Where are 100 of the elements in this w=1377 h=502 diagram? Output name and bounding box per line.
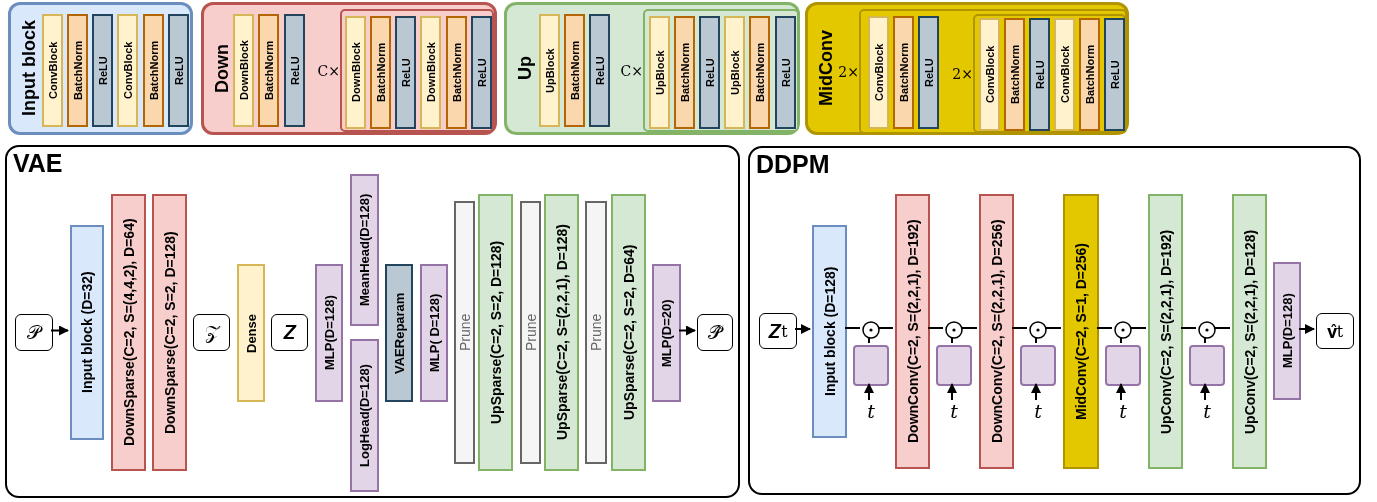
variable-label: t — [1197, 402, 1217, 420]
layer-block: BatchNorm — [370, 16, 391, 129]
connector-line — [1096, 327, 1113, 329]
connector-line — [951, 336, 953, 344]
module-panel — [8, 2, 193, 135]
layer-block: BatchNorm — [67, 14, 88, 127]
layer-block: UpSparse(C=2, S=(2,2,1), D=128) — [544, 194, 579, 471]
layer-block: UpBlock — [539, 14, 560, 127]
arrow — [794, 324, 811, 334]
layer-block: DownSparse(C=2, S=(4,4,2), D=64) — [111, 194, 146, 471]
repeat-count-label: C× — [620, 62, 643, 79]
operator-circle — [945, 321, 963, 339]
variable-label: t — [861, 402, 881, 420]
operator-circle — [862, 321, 880, 339]
layer-block: DownBlock — [420, 16, 441, 129]
connector-line — [1120, 336, 1122, 344]
connector-line — [1213, 327, 1231, 329]
layer-block: ConvBlock — [42, 14, 63, 127]
variable-label: t — [1028, 402, 1048, 420]
repeat-count-label: 2× — [952, 65, 973, 82]
layer-block: UpConv(C=2, S=(2,2,1), D=128) — [1232, 194, 1267, 469]
layer-block: MidConv(C=2, S=1, D=256) — [1063, 194, 1099, 469]
arrow — [1200, 383, 1210, 401]
layer-block: ConvBlock — [979, 18, 1000, 131]
connector-line — [927, 327, 944, 329]
layer-block: UpSparse(C=2, S=2, D=128) — [478, 194, 513, 471]
layer-block: ReLU — [589, 14, 610, 127]
layer-block: ReLU — [1029, 18, 1050, 131]
arrow — [1031, 383, 1041, 401]
module-panel — [201, 2, 497, 135]
layer-block: MeanHead(D=128) — [350, 174, 379, 326]
connector-line — [1129, 327, 1147, 329]
layer-block: ReLU — [92, 14, 113, 127]
module-panel — [5, 145, 740, 498]
module-panel — [504, 2, 800, 135]
panel-title: MidConv — [816, 29, 837, 109]
panel-title: Down — [212, 43, 233, 95]
symbol-box: 𝒁 — [271, 314, 308, 351]
symbol-box: 𝒵 — [193, 314, 230, 351]
layer-block: BatchNorm — [258, 14, 279, 127]
connector-line — [1035, 336, 1037, 344]
panel-title: Input block — [19, 19, 40, 119]
layer-block: DownBlock — [233, 14, 254, 127]
layer-block: DownConv(C=2, S=(2,2,1), D=256) — [979, 194, 1014, 469]
layer-block: ReLU — [775, 16, 796, 129]
connector-line — [1044, 327, 1062, 329]
connector-line — [868, 336, 870, 344]
embedding-box — [1189, 345, 1225, 386]
embedding-box — [853, 345, 889, 386]
layer-block: BatchNorm — [446, 16, 467, 129]
layer-block: BatchNorm — [1079, 18, 1100, 131]
layer-block: ConvBlock — [117, 14, 138, 127]
module-panel — [805, 2, 1129, 135]
layer-block: LogHead(D=128) — [350, 339, 379, 492]
layer-block: UpBlock — [724, 16, 745, 129]
layer-block: MLP(D=128) — [1273, 262, 1301, 400]
layer-block: Prune — [585, 201, 607, 464]
layer-block: UpConv(C=2, S=(2,2,1), D=192) — [1148, 194, 1183, 469]
repeat-count-label: C× — [317, 62, 340, 79]
layer-block: MLP( D=128) — [420, 264, 448, 402]
layer-block: ReLU — [1104, 18, 1125, 131]
layer-block: BatchNorm — [564, 14, 585, 127]
operator-circle — [1198, 321, 1216, 339]
arrow — [50, 325, 69, 336]
panel-title: Up — [515, 55, 536, 83]
layer-block: ConvBlock — [868, 16, 889, 129]
embedding-box — [1105, 345, 1141, 386]
layer-block: Prune — [520, 201, 541, 464]
embedding-box — [1020, 345, 1056, 386]
layer-block: ReLU — [471, 16, 492, 129]
operator-circle — [1114, 321, 1132, 339]
layer-block: DownSparse(C=2, S=2, D=128) — [152, 194, 187, 471]
arrow — [864, 383, 874, 401]
layer-block: BatchNorm — [674, 16, 695, 129]
connector-line — [1180, 327, 1197, 329]
layer-block: ReLU — [699, 16, 720, 129]
layer-block: ConvBlock — [1054, 18, 1075, 131]
layer-block: Input block (D=32) — [70, 225, 104, 440]
layer-block: DownConv(C=2, S=(2,2,1), D=192) — [895, 194, 930, 469]
arrow — [678, 325, 696, 336]
layer-block: MLP(D=20) — [652, 264, 681, 402]
layer-block: BatchNorm — [749, 16, 770, 129]
layer-block: VAEReparam — [385, 264, 413, 402]
layer-block: UpSparse(C=2, S=2, D=64) — [611, 194, 646, 471]
panel-title: VAE — [13, 149, 63, 178]
layer-block: MLP(D=128) — [315, 264, 343, 402]
layer-block: Prune — [454, 201, 475, 464]
symbol-box: 𝒫 — [15, 314, 53, 351]
connector-line — [877, 327, 894, 329]
layer-block: BatchNorm — [143, 14, 164, 127]
layer-block: Input block (D=128) — [812, 225, 847, 438]
layer-block: BatchNorm — [893, 16, 914, 129]
variable-label: t — [1113, 402, 1133, 420]
layer-block: DownBlock — [345, 16, 366, 129]
arrow — [1116, 383, 1126, 401]
variable-label: t — [944, 402, 964, 420]
panel-title: DDPM — [756, 150, 830, 179]
arrow — [1298, 324, 1315, 334]
symbol-box: 𝒫̂ — [697, 314, 733, 351]
layer-block: UpBlock — [649, 16, 670, 129]
